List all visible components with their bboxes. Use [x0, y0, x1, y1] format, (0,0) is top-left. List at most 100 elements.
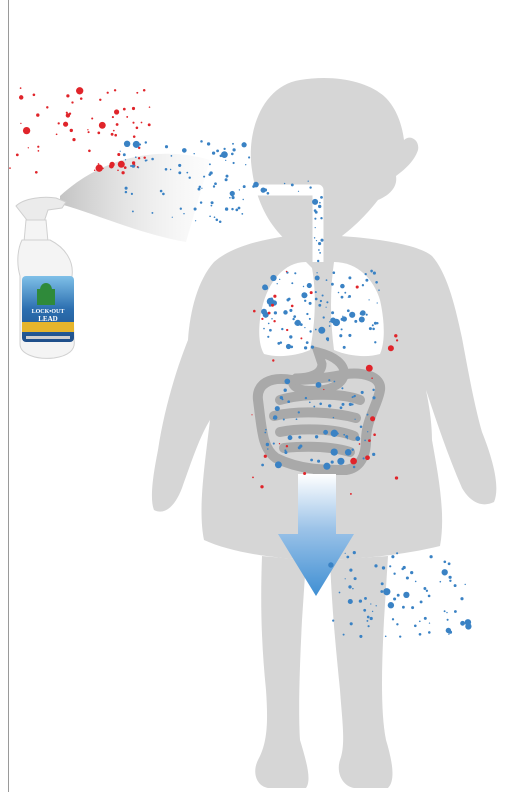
- excreted-particles-dot: [415, 581, 417, 583]
- spray-mist-dot: [125, 187, 128, 190]
- gut-particles-dot: [337, 458, 344, 465]
- lead-dust-cloud-dot: [38, 150, 40, 152]
- lead-dust-cloud-dot: [20, 123, 21, 124]
- lung-particles-dot: [365, 273, 367, 275]
- airway-particles-dot: [320, 217, 322, 219]
- gut-particles-dot: [273, 415, 277, 419]
- airway-particles-dot: [317, 260, 319, 262]
- lead-dust-cloud-dot: [112, 116, 114, 118]
- lung-particles-dot: [331, 311, 334, 314]
- airway-particles-dot: [318, 249, 320, 251]
- inhaled-particles-dot: [291, 183, 294, 186]
- lead-dust-cloud-dot: [16, 154, 19, 157]
- lung-particles-dot: [288, 298, 291, 301]
- spray-mist-dot: [242, 199, 243, 200]
- gut-particles-dot: [363, 457, 365, 459]
- spray-mist-dot: [170, 169, 171, 170]
- spray-mist-dot: [248, 156, 250, 158]
- spray-mist-dot: [216, 219, 219, 222]
- spray-mist-dot: [226, 175, 229, 178]
- spray-mist-dot: [201, 188, 202, 189]
- lung-particles-dot: [333, 271, 336, 274]
- blood-lead-dot: [368, 439, 371, 442]
- spray-mist-dot: [125, 191, 127, 193]
- airway-particles-dot: [315, 227, 316, 228]
- gut-particles-dot: [340, 406, 343, 409]
- lead-dust-cloud-dot: [28, 147, 29, 148]
- spray-mist-dot: [188, 176, 190, 178]
- spray-cone: [60, 154, 210, 242]
- gut-particles-dot: [328, 379, 330, 381]
- gut-particles-dot: [298, 436, 301, 439]
- excreted-particles-dot: [460, 597, 463, 600]
- lung-particles-dot: [309, 318, 311, 320]
- blood-lead-dot: [310, 291, 313, 294]
- gut-particles-dot: [345, 449, 352, 456]
- excreted-particles-dot: [465, 619, 471, 625]
- spray-mist-dot: [186, 172, 188, 174]
- spray-mist-dot: [207, 142, 210, 145]
- gut-particles-dot: [284, 379, 290, 385]
- gut-particles-dot: [372, 389, 374, 391]
- lung-particles-dot: [307, 283, 312, 288]
- lead-dust-cloud-dot: [46, 106, 48, 108]
- spray-mist-dot: [133, 141, 140, 148]
- excreted-particles-dot: [419, 620, 421, 622]
- excreted-particles-dot: [446, 612, 447, 613]
- lead-dust-cloud-dot: [36, 113, 39, 116]
- lead-dust-cloud-dot: [114, 89, 116, 91]
- blood-lead-dot: [370, 416, 375, 421]
- excreted-particles-dot: [359, 635, 362, 638]
- gut-particles-dot: [288, 435, 293, 440]
- excreted-particles-dot: [464, 584, 465, 585]
- excreted-particles-dot: [430, 555, 433, 558]
- right-leg: [330, 556, 392, 788]
- spray-mist-dot: [131, 193, 133, 195]
- lung-particles-dot: [366, 314, 368, 316]
- excreted-particles-dot: [389, 565, 391, 567]
- airway-particles-dot: [318, 242, 321, 245]
- gut-particles-dot: [323, 463, 330, 470]
- spray-mist-dot: [213, 185, 215, 187]
- spray-mist-dot: [132, 210, 134, 212]
- spray-mist-dot: [209, 215, 211, 217]
- spray-mist-dot: [195, 220, 196, 221]
- lung-particles-dot: [352, 313, 355, 316]
- excreted-particles-dot: [393, 573, 395, 575]
- excreted-particles-dot: [424, 617, 427, 620]
- spray-mist-dot: [139, 143, 141, 145]
- lung-particles-dot: [304, 327, 305, 328]
- lung-particles-dot: [318, 327, 325, 334]
- blood-lead-dot: [268, 312, 271, 315]
- lung-particles-dot: [309, 330, 311, 332]
- gut-particles-dot: [309, 401, 311, 403]
- lead-dust-cloud-dot: [107, 92, 109, 94]
- gut-particles-dot: [333, 417, 334, 418]
- gut-particles-dot: [284, 389, 287, 392]
- lung-particles-dot: [365, 279, 368, 282]
- lung-particles-dot: [304, 346, 307, 349]
- lead-dust-cloud-dot: [76, 87, 83, 94]
- inhaled-particles-dot: [239, 189, 240, 190]
- gut-particles-dot: [264, 432, 266, 434]
- excreted-particles-dot: [359, 599, 362, 602]
- spray-mist-dot: [200, 201, 202, 203]
- lung-particles-dot: [261, 309, 267, 315]
- blood-lead-dot: [323, 389, 324, 390]
- blood-lead-dot: [286, 445, 288, 447]
- excreted-particles-dot: [346, 556, 349, 559]
- gut-particles-dot: [372, 396, 375, 399]
- spray-mist-dot: [151, 158, 154, 161]
- lead-dust-cloud-dot: [72, 138, 75, 141]
- lung-particles-dot: [306, 313, 308, 315]
- lung-particles-dot: [268, 323, 270, 325]
- excreted-particles-dot: [447, 619, 449, 621]
- excreted-particles-dot: [444, 610, 446, 612]
- lung-particles-dot: [294, 272, 296, 274]
- lung-particles-dot: [368, 299, 369, 300]
- lead-dust-cloud-dot: [148, 123, 151, 126]
- spray-mist-dot: [225, 160, 226, 161]
- lung-particles-dot: [277, 283, 278, 284]
- excreted-particles-dot: [345, 578, 346, 579]
- spray-mist-dot: [216, 150, 219, 153]
